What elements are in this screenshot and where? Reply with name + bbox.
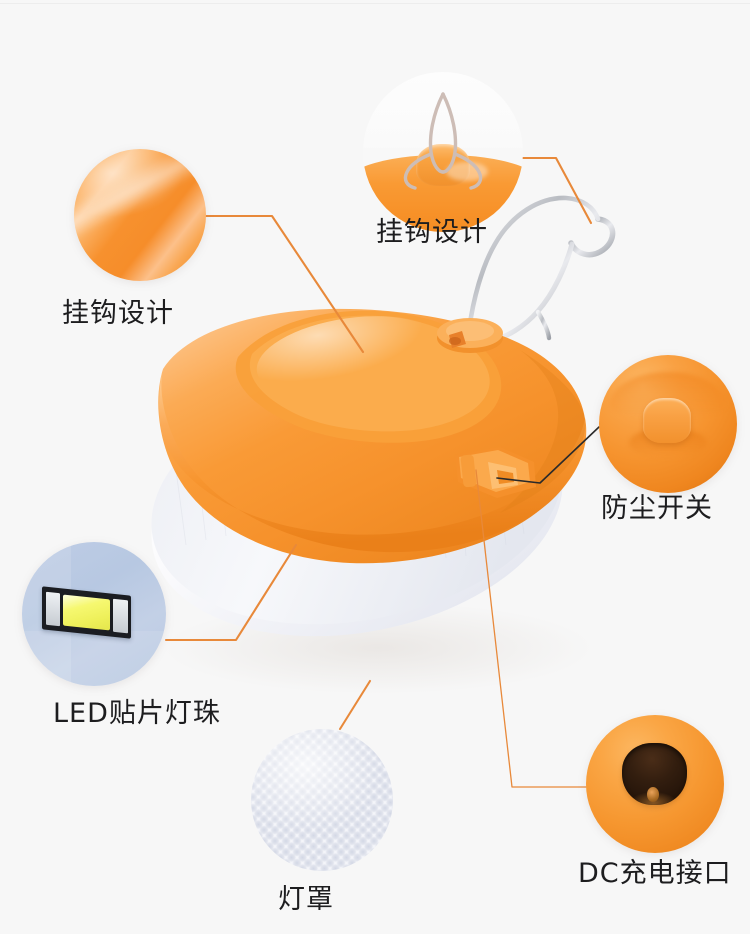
callout-hook-design-left[interactable] — [74, 149, 206, 281]
hook-wire-detail-icon — [403, 92, 483, 190]
callout-dc-port[interactable] — [586, 715, 724, 853]
hook-base-detail — [363, 72, 523, 232]
hook-mount-notch — [449, 331, 466, 348]
callout-lamp-shade[interactable] — [251, 729, 393, 871]
label-lamp-shade: 灯罩 — [278, 884, 334, 915]
callout-hook-design-top[interactable] — [363, 72, 523, 232]
label-hook-design-left: 挂钩设计 — [62, 298, 174, 329]
shade-texture-detail — [251, 729, 393, 871]
callout-led-smd[interactable] — [22, 542, 166, 686]
callout-dustproof-switch[interactable] — [599, 355, 737, 493]
label-dustproof-switch: 防尘开关 — [601, 493, 713, 524]
label-hook-design-top: 挂钩设计 — [376, 217, 488, 248]
top-hairline — [0, 3, 750, 4]
label-dc-port: DC充电接口 — [578, 858, 732, 889]
switch-detail — [599, 355, 737, 493]
dc-port-detail — [586, 715, 724, 853]
led-smd-detail — [22, 542, 166, 686]
orange-surface-detail — [74, 149, 206, 281]
label-led-smd: LED贴片灯珠 — [53, 698, 221, 729]
